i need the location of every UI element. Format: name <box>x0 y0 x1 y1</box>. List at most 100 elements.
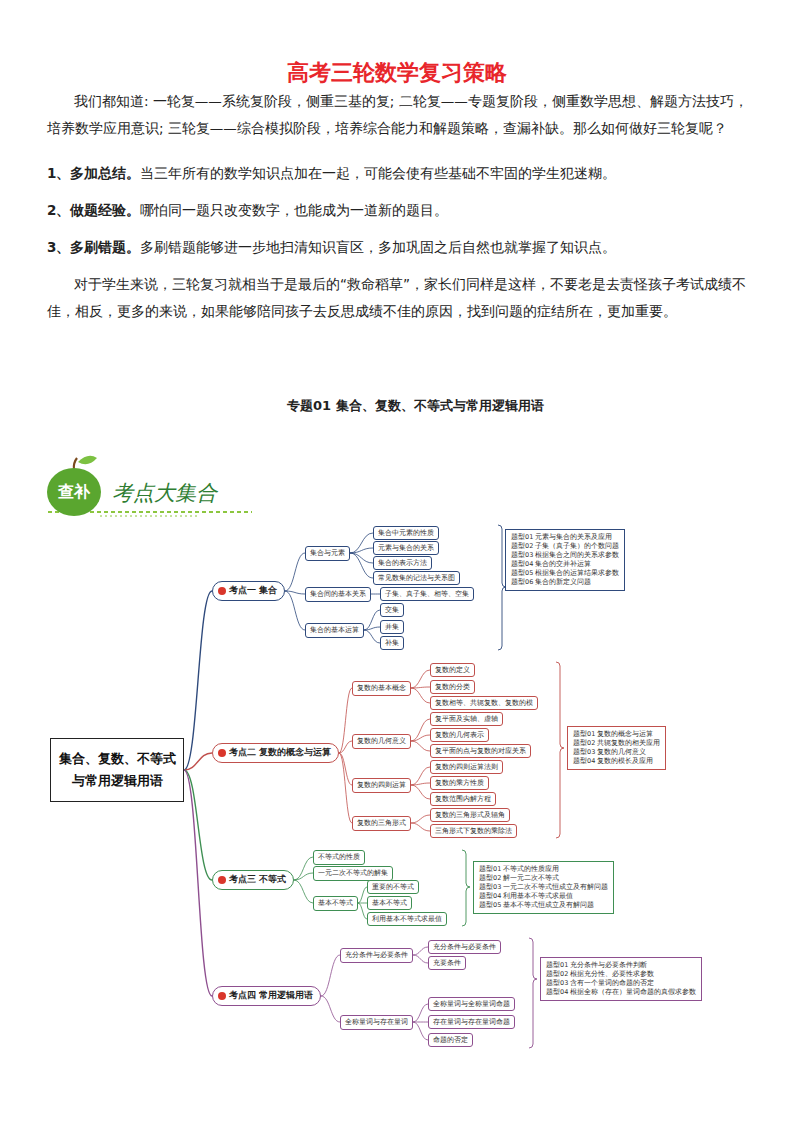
leaf-box: 命题的否定 <box>428 1033 473 1047</box>
leaf-box: 补集 <box>380 636 404 650</box>
leaf-box: 复数的三角形式及辐角 <box>430 808 510 822</box>
question-type-box: 题型01 元素与集合的关系及应用题型02 子集（真子集）的个数问题题型03 根据… <box>505 529 625 591</box>
branch-box: 复数的四则运算 <box>352 778 411 793</box>
question-type: 题型03 根据集合之间的关系求参数 <box>511 551 619 560</box>
question-type: 题型02 共轭复数的相关应用 <box>573 739 660 748</box>
branch-box: 基本不等式 <box>313 896 358 911</box>
leaf-box: 充要条件 <box>428 956 466 970</box>
node-text: 常见数集的记法与关系图 <box>378 574 455 583</box>
question-type: 题型01 不等式的性质应用 <box>479 865 608 874</box>
node-text: 考点四 常用逻辑用语 <box>229 990 313 1002</box>
root-box: 集合、复数、不等式 与常用逻辑用语 <box>50 738 184 802</box>
branch-box: 复数的几何意义 <box>352 734 411 749</box>
question-type: 题型03 复数的几何意义 <box>573 748 660 757</box>
branch-line <box>350 548 373 553</box>
branch-line <box>411 767 430 785</box>
branch-line <box>285 591 305 630</box>
branch-line <box>339 753 352 785</box>
question-type: 题型03 一元二次不等式恒成立及有解问题 <box>479 883 608 892</box>
node-text: 复数的四则运算法则 <box>435 763 498 772</box>
leaf-box: 复数的定义 <box>430 663 475 677</box>
brace <box>529 938 537 1048</box>
leaf-box: 集合中元素的性质 <box>373 526 439 540</box>
node-text: 利用基本不等式求最值 <box>372 915 442 924</box>
brace <box>462 850 470 926</box>
node-text: 考点二 复数的概念与运算 <box>229 747 331 759</box>
branch-line <box>371 594 380 595</box>
question-type: 题型04 根据全称（存在）量词命题的真假求参数 <box>546 988 696 997</box>
apple-leaf <box>78 456 97 465</box>
branch-box: 充分条件与必要条件 <box>340 948 413 963</box>
branch-line <box>184 591 212 770</box>
question-type: 题型02 解一元二次不等式 <box>479 874 608 883</box>
leaf-box: 子集、真子集、相等、空集 <box>380 587 474 601</box>
leaf-box: 常见数集的记法与关系图 <box>373 571 460 585</box>
branch-line <box>413 1004 428 1022</box>
badge-label: 考点大集合 <box>112 479 217 507</box>
node-text: 复数相等、共轭复数、复数的模 <box>435 699 533 708</box>
item-heading: 1、多加总结。 <box>47 165 140 181</box>
node-text: 基本不等式 <box>372 899 407 908</box>
branch-line <box>350 533 373 553</box>
topic-icon <box>218 992 226 1000</box>
branch-line <box>413 947 428 955</box>
question-type-box: 题型01 不等式的性质应用题型02 解一元二次不等式题型03 一元二次不等式恒成… <box>473 861 614 914</box>
paragraph: 1、多加总结。当三年所有的数学知识点加在一起，可能会使有些基础不牢固的学生犯迷糊… <box>47 160 750 187</box>
branch-box: 全称量词与存在量词 <box>340 1015 413 1030</box>
question-type: 题型01 充分条件与必要条件判断 <box>546 961 696 970</box>
node-text: 补集 <box>385 639 399 648</box>
topic-box: 考点四 常用逻辑用语 <box>212 986 321 1006</box>
node-text: 复数的几何意义 <box>357 737 406 746</box>
question-type: 题型04 利用基本不等式求最值 <box>479 892 608 901</box>
branch-line <box>364 630 380 643</box>
branch-line <box>294 873 313 880</box>
question-type-box: 题型01 复数的概念与运算题型02 共轭复数的相关应用题型03 复数的几何意义题… <box>567 726 666 770</box>
branch-line <box>411 735 430 741</box>
brace <box>556 662 564 838</box>
branch-line <box>339 688 352 753</box>
heading: 专题01 集合、复数、不等式与常用逻辑用语 <box>287 397 544 415</box>
node-text: 全称量词与全称量词命题 <box>433 1000 510 1009</box>
leaf-box: 三角形式下复数的乘除法 <box>430 824 517 838</box>
branch-line <box>294 857 313 880</box>
branch-line <box>411 741 430 751</box>
item-heading: 3、多刷错题。 <box>47 239 140 255</box>
question-type: 题型05 根据集合的运算结果求参数 <box>511 569 619 578</box>
branch-line <box>358 887 367 903</box>
node-text: 元素与集合的关系 <box>378 544 434 553</box>
branch-line <box>411 687 430 688</box>
topic-icon <box>218 587 226 595</box>
node-text: 不等式的性质 <box>318 853 360 862</box>
question-type: 题型01 元素与集合的关系及应用 <box>511 533 619 542</box>
text: 专题01 集合、复数、不等式与常用逻辑用语 <box>287 398 544 413</box>
node-text: 查补 <box>58 482 90 503</box>
leaf-box: 基本不等式 <box>367 896 412 910</box>
branch-line <box>364 610 380 630</box>
leaf-box: 复数范围内解方程 <box>430 792 496 806</box>
text: 考点大集合 <box>112 481 217 505</box>
node-text: 子集、真子集、相等、空集 <box>385 590 469 599</box>
branch-line <box>411 815 430 823</box>
underline <box>100 516 200 517</box>
topic-box: 考点二 复数的概念与运算 <box>212 743 339 763</box>
branch-line <box>350 553 373 563</box>
question-type-box: 题型01 充分条件与必要条件判断题型02 根据充分性、必要性求参数题型03 含有… <box>540 957 702 1001</box>
question-type: 题型01 复数的概念与运算 <box>573 730 660 739</box>
leaf-box: 复平面的点与复数的对应关系 <box>430 744 531 758</box>
branch-line <box>411 783 430 785</box>
branch-line <box>184 770 212 880</box>
branch-line <box>321 955 340 996</box>
node-text: 充分条件与必要条件 <box>345 951 408 960</box>
branch-line <box>411 719 430 741</box>
text: 哪怕同一题只改变数字，也能成为一道新的题目。 <box>140 202 448 218</box>
node-text: 存在量词与存在量词命题 <box>433 1018 510 1027</box>
branch-box: 一元二次不等式的解集 <box>313 866 393 881</box>
text: 当三年所有的数学知识点加在一起，可能会使有些基础不牢固的学生犯迷糊。 <box>140 165 616 181</box>
node-text: 复数的乘方性质 <box>435 779 484 788</box>
page-title: 高考三轮数学复习策略 <box>0 58 794 88</box>
branch-line <box>411 688 430 703</box>
branch-box: 集合的基本运算 <box>305 623 364 638</box>
node-text: 一元二次不等式的解集 <box>318 869 388 878</box>
node-text: 基本不等式 <box>318 899 353 908</box>
